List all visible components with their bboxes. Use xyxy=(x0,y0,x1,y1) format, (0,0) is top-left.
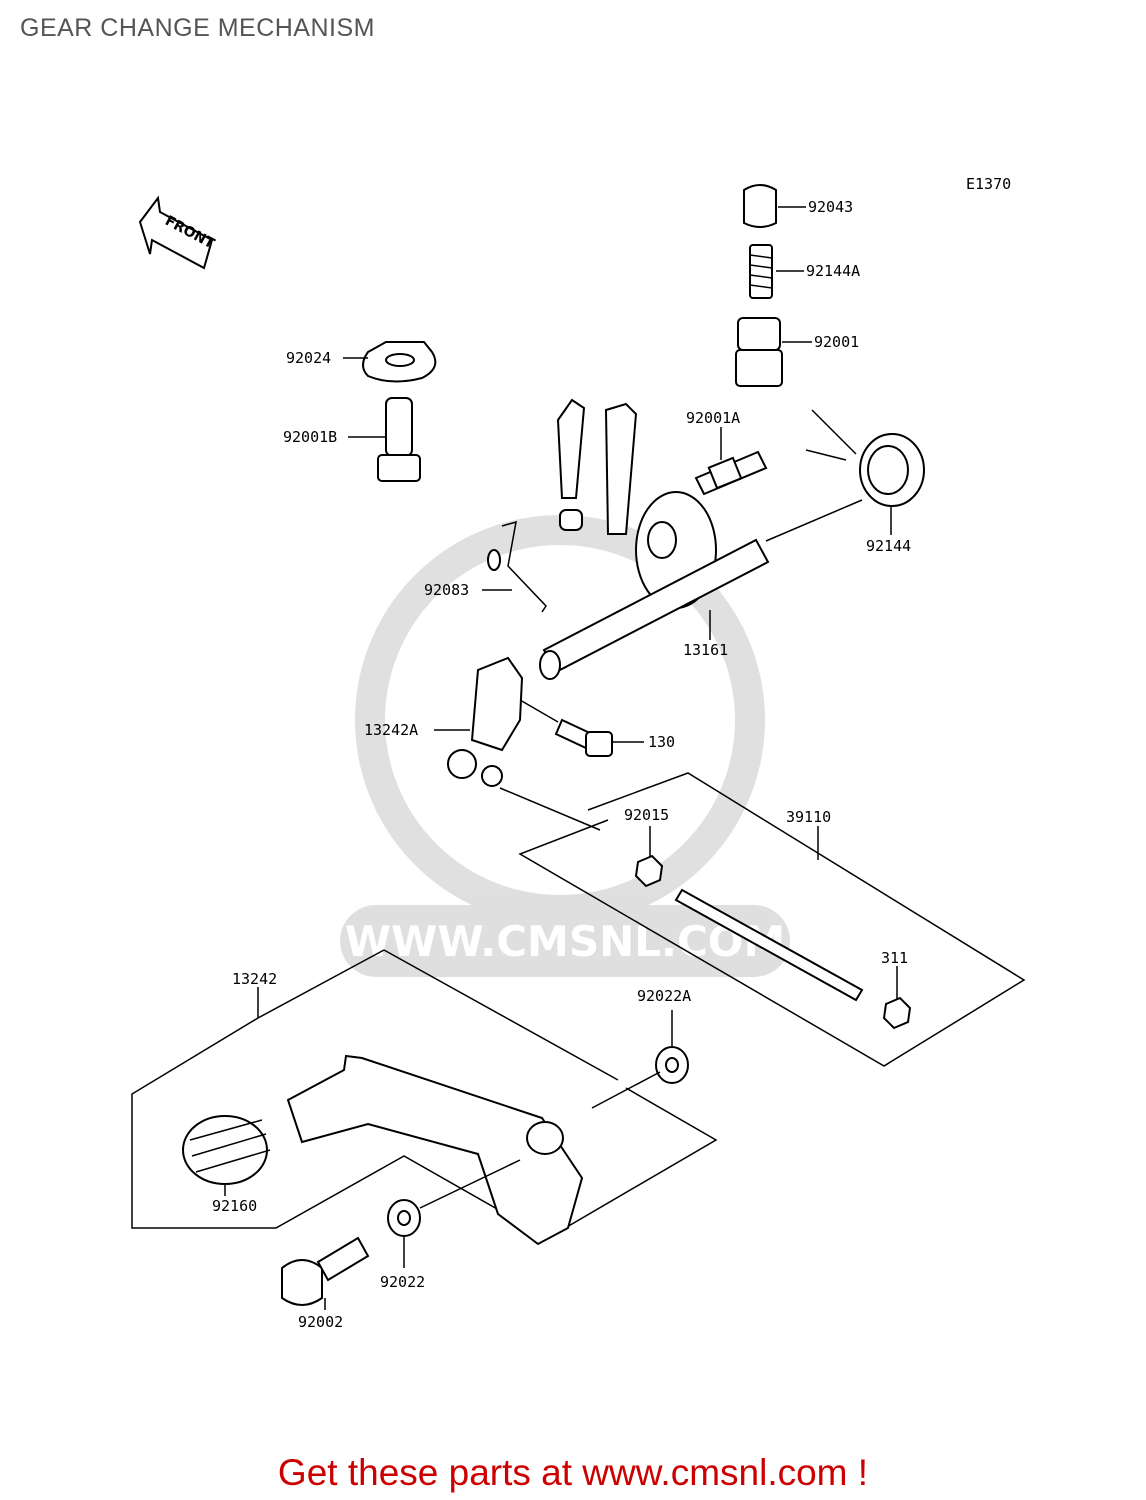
label-92022A: 92022A xyxy=(637,987,691,1005)
label-13242A: 13242A xyxy=(364,721,418,739)
shift-pedal-assembly-icon xyxy=(131,949,718,1310)
label-13242: 13242 xyxy=(232,970,277,988)
label-130: 130 xyxy=(648,733,675,751)
label-92001B: 92001B xyxy=(283,428,337,446)
label-92002: 92002 xyxy=(298,1313,343,1331)
part-92001B-icon xyxy=(348,397,421,482)
part-92043-icon xyxy=(743,184,806,228)
label-92144A: 92144A xyxy=(806,262,860,280)
part-13161-icon xyxy=(539,499,863,680)
label-92083: 92083 xyxy=(424,581,469,599)
shift-mechanism-icon xyxy=(556,398,717,609)
part-92144A-icon xyxy=(749,244,804,299)
front-arrow-icon: FRONT xyxy=(138,195,217,270)
watermark-text: WWW.CMSNL.COM xyxy=(345,917,786,966)
label-13161: 13161 xyxy=(683,641,728,659)
label-39110: 39110 xyxy=(786,808,831,826)
label-92144: 92144 xyxy=(866,537,911,555)
part-130-icon xyxy=(519,699,644,757)
label-92015: 92015 xyxy=(624,806,669,824)
footer-link[interactable]: Get these parts at www.cmsnl.com ! xyxy=(277,1452,869,1493)
page-title: GEAR CHANGE MECHANISM xyxy=(20,14,375,42)
figure-code: E1370 xyxy=(966,175,1011,193)
label-92024: 92024 xyxy=(286,349,331,367)
label-92022: 92022 xyxy=(380,1273,425,1291)
label-92001: 92001 xyxy=(814,333,859,351)
tie-rod-assembly-icon xyxy=(499,772,1026,1067)
part-92144-icon xyxy=(805,409,925,535)
label-311: 311 xyxy=(881,949,908,967)
part-92001A-icon xyxy=(694,427,768,496)
label-92160: 92160 xyxy=(212,1197,257,1215)
part-92024-icon xyxy=(343,341,437,383)
label-92043: 92043 xyxy=(808,198,853,216)
watermark: WWW.CMSNL.COM xyxy=(340,515,790,977)
part-92001-icon xyxy=(735,317,812,387)
part-92083-icon xyxy=(482,520,547,613)
label-92001A: 92001A xyxy=(686,409,740,427)
part-13242A-icon xyxy=(434,656,524,787)
